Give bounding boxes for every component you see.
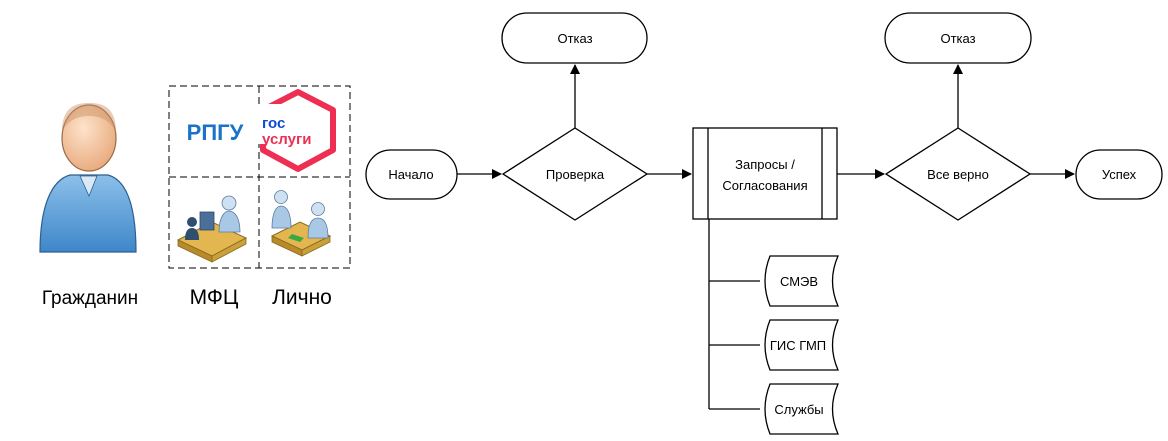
flow-arrows	[457, 64, 1075, 179]
service-connectors	[708, 219, 760, 410]
start-label: Начало	[388, 167, 433, 182]
success-label: Успех	[1102, 167, 1137, 182]
check-label: Проверка	[546, 167, 605, 182]
sluzhby-label: Службы	[774, 402, 823, 417]
smev-datastore[interactable]	[764, 255, 839, 307]
gosuslugi-logo-line2: услуги	[262, 131, 311, 148]
all-correct-label: Все верно	[927, 167, 989, 182]
requests-label-line1: Запросы /	[735, 157, 795, 172]
rpgu-logo[interactable]: РПГУ	[187, 120, 244, 145]
requests-label-line2: Согласования	[722, 178, 807, 193]
mfc-desk-icon[interactable]	[176, 195, 248, 263]
smev-label: СМЭВ	[780, 274, 818, 289]
channel-grid	[168, 85, 351, 269]
sluzhby-datastore[interactable]	[764, 383, 839, 435]
personal-visit-icon[interactable]	[270, 190, 332, 257]
reject-label-2: Отказ	[940, 31, 975, 46]
citizen-label: Гражданин	[42, 288, 138, 309]
gosuslugi-logo-line1: гос	[262, 115, 285, 132]
citizen-icon	[39, 103, 137, 253]
success-terminator[interactable]	[1075, 149, 1163, 200]
reject-label-1: Отказ	[557, 31, 592, 46]
gosuslugi-logo[interactable]: гос услуги	[258, 89, 336, 172]
reject-terminator-2[interactable]	[884, 12, 1032, 64]
personal-label: Лично	[272, 286, 332, 309]
mfc-label: МФЦ	[190, 286, 239, 309]
reject-terminator-1[interactable]	[501, 12, 648, 64]
gis-gmp-label: ГИС ГМП	[770, 338, 826, 353]
gis-gmp-datastore[interactable]	[764, 319, 839, 371]
requests-subprocess[interactable]	[692, 127, 838, 220]
